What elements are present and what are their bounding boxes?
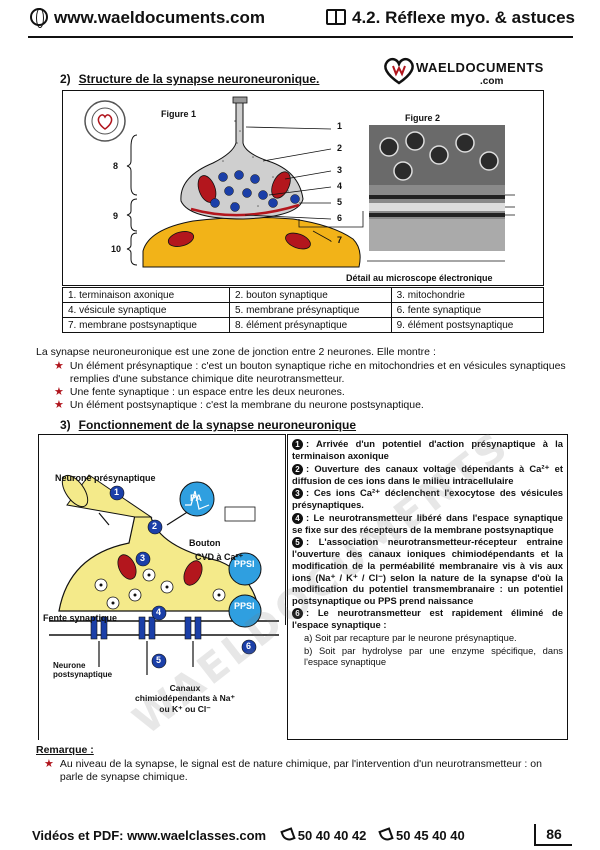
phone-2[interactable]: 50 45 40 40	[378, 827, 465, 843]
legend-cell: 7. membrane postsynaptique	[62, 317, 230, 333]
legend-cell: 1. terminaison axonique	[62, 287, 230, 303]
label-ppsi-1: PPSI	[234, 559, 255, 569]
legend-cell: 4. vésicule synaptique	[62, 302, 230, 318]
marker-6: 6	[246, 641, 252, 651]
synapse-structure-diagram	[84, 96, 515, 268]
star-icon: ★	[44, 758, 54, 770]
phone-icon	[280, 827, 296, 843]
footer-contact: Vidéos et PDF: www.waelclasses.com 50 40…	[32, 827, 465, 843]
legend-cell: 5. membrane présynaptique	[228, 302, 392, 318]
step-5: 5: L'association neurotransmetteur-récep…	[292, 536, 563, 606]
marker-4: 4	[156, 607, 162, 617]
label-neurone-pre: Neurone présynaptique	[55, 473, 156, 483]
step-1: 1: Arrivée d'un potentiel d'action présy…	[292, 438, 563, 461]
table-row: 4. vésicule synaptique 5. membrane présy…	[62, 302, 545, 318]
table-row: 1. terminaison axonique 2. bouton synapt…	[62, 287, 545, 303]
brace-8: 8	[113, 161, 119, 171]
label-canaux: Canaux chimiodépendants à Na⁺ ou K⁺ ou C…	[135, 683, 235, 714]
synapse-mechanism-box: Neurone présynaptique Bouton CVD à Ca²⁺ …	[38, 434, 287, 741]
synapse-figure-box: Figure 1 Figure 2 1 2 3 4 5 6 7 8 9 10	[62, 90, 544, 286]
marker-2: 2	[152, 521, 158, 531]
stamp-logo	[84, 100, 126, 142]
marker-1: 1	[114, 487, 120, 497]
figure1-caption: Figure 1	[161, 109, 197, 119]
page-header: www.waeldocuments.com 4.2. Réflexe myo. …	[0, 0, 600, 38]
marker-5: 5	[156, 655, 162, 665]
step-number-icon: 2	[292, 463, 303, 475]
step-6b: b) Soit par hydrolyse par une enzyme spé…	[304, 644, 563, 668]
book-icon	[326, 9, 346, 25]
step-6a: a) Soit par recapture par le neurone pré…	[304, 631, 517, 643]
legend-cell: 2. bouton synaptique	[228, 287, 392, 303]
label-pa: PA	[190, 493, 202, 503]
mechanism-steps: 1: Arrivée d'un potentiel d'action présy…	[287, 434, 568, 740]
table-row: 7. membrane postsynaptique 8. élément pr…	[62, 317, 545, 333]
step-3: 3: Ces ions Ca²⁺ déclenchent l'exocytose…	[292, 487, 563, 511]
footer-link[interactable]: Vidéos et PDF: www.waelclasses.com	[32, 828, 267, 843]
star-icon: ★	[54, 360, 64, 372]
synapse-mechanism-diagram	[39, 474, 287, 741]
bullet-list: ★Un élément présynaptique : c'est un bou…	[54, 360, 566, 412]
brace-10: 10	[111, 244, 122, 254]
callout-7: 7	[337, 235, 343, 245]
phone-icon	[378, 827, 394, 843]
section2-heading: 2)Structure de la synapse neuroneuroniqu…	[60, 72, 320, 86]
brand-logo: WAELDOCUMENTS .com	[382, 56, 543, 90]
step-number-icon: 5	[292, 537, 303, 549]
list-item: ★Une fente synaptique : un espace entre …	[54, 386, 345, 398]
callout-3: 3	[337, 165, 343, 175]
step-number-icon: 6	[292, 608, 303, 620]
heart-logo-icon	[384, 57, 414, 85]
step-2: 2: Ouverture des canaux voltage dépendan…	[292, 462, 563, 486]
list-item: ★Un élément présynaptique : c'est un bou…	[54, 360, 566, 385]
callout-1: 1	[337, 121, 343, 131]
globe-icon	[30, 8, 48, 28]
label-bouton: Bouton	[189, 538, 221, 548]
label-cvd: CVD à Ca²⁺	[195, 552, 244, 562]
callout-2: 2	[337, 143, 343, 153]
site-url[interactable]: www.waeldocuments.com	[30, 8, 265, 28]
step-4: 4: Le neurotransmetteur libéré dans l'es…	[292, 511, 563, 535]
list-item: ★Un élément postsynaptique : c'est la me…	[54, 399, 424, 411]
label-fente: Fente synaptique	[43, 613, 118, 623]
legend-cell: 6. fente synaptique	[390, 302, 545, 318]
intro-text: La synapse neuroneuronique est une zone …	[36, 346, 436, 358]
marker-3: 3	[140, 553, 146, 563]
label-ppsi-2: PPSI	[234, 601, 255, 611]
label-neurone-post: Neurone postsynaptique	[53, 661, 113, 679]
callout-5: 5	[337, 197, 343, 207]
micrograph-caption: Détail au microscope électronique	[346, 273, 493, 283]
phone-1[interactable]: 50 40 40 42	[280, 827, 366, 843]
section3-heading: 3)Fonctionnement de la synapse neuroneur…	[60, 418, 357, 432]
remark-text: ★Au niveau de la synapse, le signal est …	[44, 758, 542, 783]
figure2-caption: Figure 2	[405, 113, 441, 123]
callout-6: 6	[337, 213, 343, 223]
step-number-icon: 3	[292, 488, 303, 500]
vesicles	[210, 170, 300, 212]
brace-9: 9	[113, 211, 119, 221]
legend-cell: 3. mitochondrie	[390, 287, 545, 303]
step-number-icon: 1	[292, 439, 303, 450]
header-rule	[28, 36, 573, 38]
step-number-icon: 4	[292, 512, 303, 524]
page-footer: Vidéos et PDF: www.waelclasses.com 50 40…	[0, 822, 600, 850]
legend-cell: 9. élément postsynaptique	[390, 317, 545, 333]
micrograph-image	[369, 125, 505, 251]
remark-title: Remarque :	[36, 744, 94, 756]
chapter-title: 4.2. Réflexe myo. & astuces	[326, 8, 575, 28]
legend-table: 1. terminaison axonique 2. bouton synapt…	[62, 287, 545, 333]
star-icon: ★	[54, 386, 64, 398]
star-icon: ★	[54, 399, 64, 411]
legend-cell: 8. élément présynaptique	[228, 317, 392, 333]
step-6: 6: Le neurotransmetteur est rapidement é…	[292, 607, 563, 631]
callout-4: 4	[337, 181, 343, 191]
page-number: 86	[534, 824, 572, 846]
